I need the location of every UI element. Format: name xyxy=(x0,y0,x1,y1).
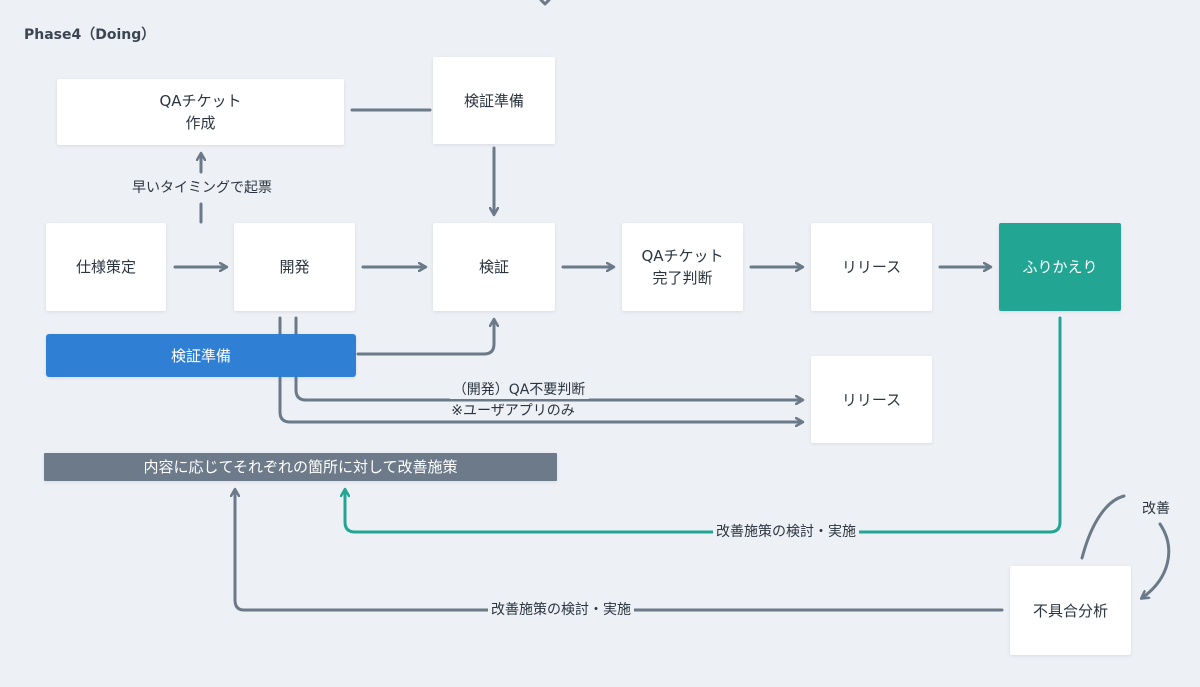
node-spec-label: 仕様策定 xyxy=(75,258,136,276)
label-qa-not-needed: （開発）QA不要判断 xyxy=(449,381,589,399)
node-verify-prep-top-label: 検証準備 xyxy=(463,91,524,110)
label-improve-loop: 改善 xyxy=(1139,500,1173,518)
arrow-analysis-to-banner xyxy=(235,490,1004,612)
phase-title: Phase4（Doing） xyxy=(24,27,156,43)
arrow-dev-qa-skip xyxy=(294,316,802,400)
node-verify-prep-top: 検証準備 xyxy=(433,57,555,144)
arrow-improve-loop-out xyxy=(1080,494,1126,560)
arrow-blue-prep-to-verify xyxy=(356,320,494,356)
node-release-sub-label: リリース xyxy=(841,390,902,409)
node-qa-ticket-done-label: QAチケット 完了判断 xyxy=(641,247,724,287)
label-improve-review-gray: 改善施策の検討・実施 xyxy=(488,601,634,619)
node-qa-ticket-done: QAチケット 完了判断 xyxy=(622,223,743,311)
node-retro-label: ふりかえり xyxy=(1022,258,1098,276)
node-qa-ticket-create: QAチケット 作成 xyxy=(57,79,344,145)
node-spec: 仕様策定 xyxy=(46,223,166,311)
node-dev-label: 開発 xyxy=(279,258,310,276)
top-stub-line xyxy=(539,0,551,6)
arrow-improve-loop-in xyxy=(1142,522,1171,598)
label-early-ticket: 早いタイミングで起票 xyxy=(129,179,275,197)
node-release-main-label: リリース xyxy=(841,258,902,276)
node-verify: 検証 xyxy=(433,223,555,311)
arrow-retro-to-banner xyxy=(345,316,1062,534)
arrow-dev-user-app xyxy=(278,316,802,422)
node-dev: 開発 xyxy=(234,223,355,311)
node-retro: ふりかえり xyxy=(999,223,1121,311)
node-verify-label: 検証 xyxy=(478,258,509,276)
node-defect-analysis-label: 不具合分析 xyxy=(1032,601,1108,620)
node-defect-analysis: 不具合分析 xyxy=(1010,566,1131,655)
node-qa-ticket-create-label: QAチケット 作成 xyxy=(159,92,242,132)
improvement-banner-label: 内容に応じてそれぞれの箇所に対して改善施策 xyxy=(143,458,458,476)
node-verify-prep-blue: 検証準備 xyxy=(46,334,356,377)
node-release-main: リリース xyxy=(811,223,932,311)
node-release-sub: リリース xyxy=(811,356,932,443)
label-improve-review-teal: 改善施策の検討・実施 xyxy=(713,523,859,541)
label-user-app-only: ※ユーザアプリのみ xyxy=(448,402,578,420)
node-verify-prep-blue-label: 検証準備 xyxy=(170,346,231,365)
improvement-banner: 内容に応じてそれぞれの箇所に対して改善施策 xyxy=(44,453,557,481)
